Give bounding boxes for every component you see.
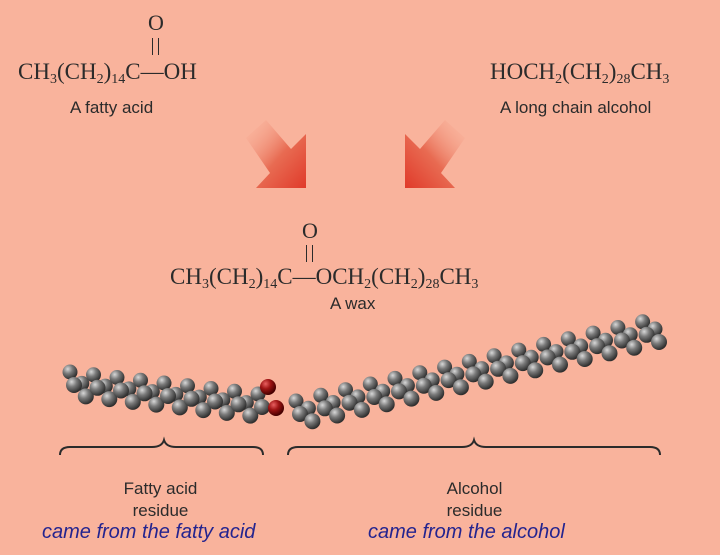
alcohol-origin-note: came from the alcohol — [368, 521, 565, 543]
oxygen-atom — [268, 400, 284, 416]
carbon-atom — [391, 383, 407, 400]
left-arrow — [246, 120, 306, 188]
carbon-atom — [362, 376, 378, 392]
carbon-atom — [601, 345, 618, 362]
carbon-atom — [101, 391, 118, 408]
wax-formula: CH3(CH2)14C—OCH2(CH2)28CH3 — [170, 264, 479, 292]
alcohol-residue-line2: residue — [446, 501, 503, 520]
carbon-atom — [195, 402, 212, 419]
carbon-atom — [148, 396, 165, 413]
carbon-atom — [338, 382, 353, 398]
carbon-atom — [366, 389, 383, 405]
carbon-atom — [136, 385, 153, 402]
fatty-acid-brace — [59, 436, 264, 456]
alcohol-label: A long chain alcohol — [500, 98, 652, 117]
alcohol-residue-line1: Alcohol — [446, 479, 503, 498]
carbon-atom — [242, 407, 259, 424]
carbon-atom — [461, 353, 477, 369]
alcohol-residue-label: Alcohol residue — [412, 478, 537, 522]
carbon-atom — [552, 356, 568, 373]
carbon-atom — [124, 393, 141, 410]
carbon-atom — [156, 375, 172, 391]
carbon-atom — [230, 396, 247, 413]
carbon-atom — [254, 399, 270, 415]
carbon-atom — [490, 360, 507, 377]
carbon-atom — [387, 370, 403, 386]
alcohol-brace — [287, 436, 661, 456]
carbon-atom — [403, 390, 420, 407]
carbon-atom — [62, 364, 78, 380]
carbon-atom — [560, 331, 576, 347]
carbon-atom — [564, 343, 581, 360]
carbon-atom — [626, 339, 643, 356]
carbon-atom — [160, 388, 176, 404]
carbon-atom — [486, 348, 502, 364]
carbon-atom — [218, 404, 235, 421]
carbon-atom — [452, 379, 469, 396]
wax-double-bond — [306, 245, 313, 262]
carbon-atom — [539, 349, 556, 366]
carbon-atom — [477, 373, 494, 390]
fatty-acid-origin-note: came from the fatty acid — [42, 521, 256, 543]
carbon-atom — [207, 393, 223, 410]
carbon-atom — [428, 384, 445, 401]
carbon-atom — [437, 359, 453, 375]
carbon-atom — [440, 372, 457, 389]
carbon-atom — [536, 336, 552, 352]
carbon-atom — [465, 366, 482, 383]
carbon-atom — [514, 355, 531, 372]
carbon-atom — [113, 382, 129, 399]
carbon-atom — [109, 370, 125, 385]
carbon-atom — [203, 381, 219, 396]
carbon-atom — [527, 362, 544, 379]
carbon-atom — [589, 338, 606, 355]
carbon-atom — [133, 372, 148, 388]
fatty-acid-residue-line2: residue — [132, 501, 189, 520]
wax-carbonyl-oxygen: O — [302, 218, 318, 243]
carbon-atom — [502, 367, 519, 384]
carbon-atom — [227, 383, 242, 399]
fatty-acid-formula: CH3(CH2)14C—OH — [18, 59, 197, 87]
fatty-acid-carbonyl-oxygen: O — [148, 10, 164, 35]
carbon-atom — [610, 320, 626, 335]
fatty-acid-double-bond — [152, 38, 159, 55]
carbon-atom — [613, 332, 630, 349]
carbon-atom — [313, 387, 329, 403]
carbon-atom — [511, 342, 527, 358]
right-arrow — [405, 120, 465, 188]
carbon-atom — [341, 394, 358, 411]
molecule-atoms — [62, 314, 667, 430]
carbon-atom — [378, 396, 395, 413]
carbon-atom — [635, 314, 651, 330]
carbon-atom — [304, 413, 321, 430]
carbon-atom — [412, 365, 428, 381]
oxygen-atom — [260, 379, 276, 395]
carbon-atom — [288, 393, 304, 409]
carbon-atom — [576, 351, 593, 367]
fatty-acid-residue-label: Fatty acid residue — [98, 478, 223, 522]
carbon-atom — [353, 401, 370, 418]
fatty-acid-residue-line1: Fatty acid — [123, 479, 198, 498]
carbon-atom — [638, 326, 655, 343]
carbon-atom — [183, 390, 200, 407]
carbon-atom — [316, 400, 333, 417]
wax-label: A wax — [330, 294, 376, 313]
carbon-atom — [329, 407, 346, 424]
fatty-acid-label: A fatty acid — [70, 98, 154, 117]
carbon-atom — [89, 379, 106, 396]
carbon-atom — [86, 367, 101, 383]
carbon-atom — [66, 377, 82, 393]
carbon-atom — [77, 388, 94, 405]
carbon-atom — [180, 378, 195, 394]
alcohol-formula: HOCH2(CH2)28CH3 — [490, 59, 670, 87]
carbon-atom — [651, 334, 667, 350]
carbon-atom — [585, 325, 601, 341]
carbon-atom — [171, 399, 188, 416]
carbon-atom — [415, 377, 432, 394]
carbon-atom — [292, 406, 308, 422]
